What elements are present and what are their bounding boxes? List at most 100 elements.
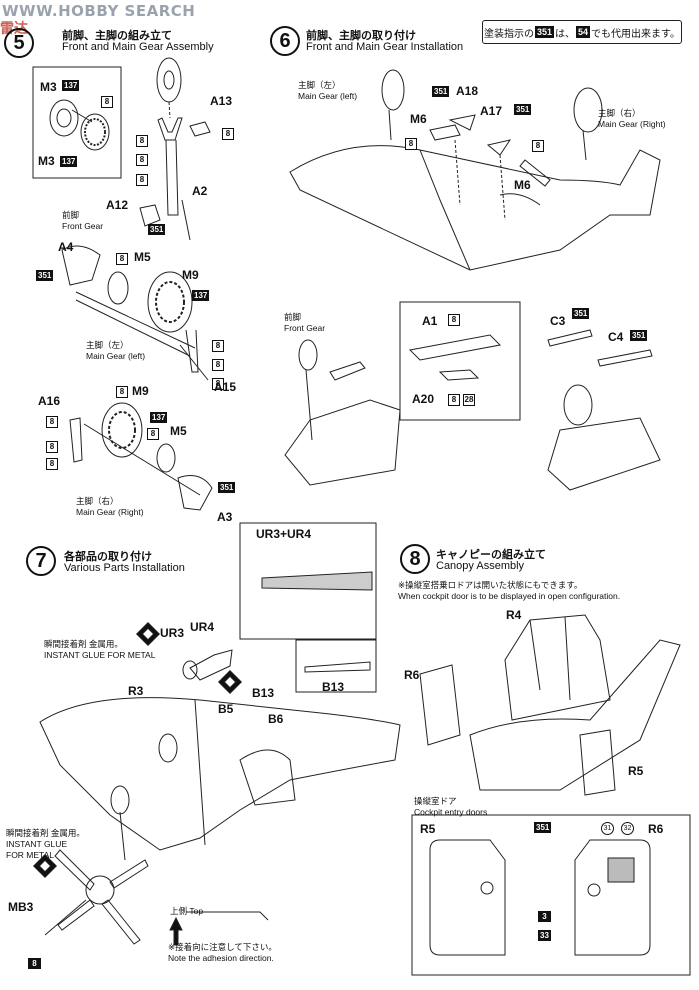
code-fg-1: 8 (136, 135, 148, 147)
s8-note-jp: ※操縦室搭乗ロドアは開いた状態にもできます。 (398, 580, 583, 590)
label-m5-left: M5 (134, 250, 151, 264)
code-fg-2: 8 (136, 154, 148, 166)
glue2-jp: 瞬間接着剤 金属用。 (6, 828, 85, 838)
ur3-part (182, 660, 198, 680)
door-code-32: 32 (621, 822, 634, 835)
hub-right (156, 443, 176, 473)
code-a3: 351 (218, 482, 236, 493)
front-gear-door (139, 204, 161, 227)
main-gear-door-right (177, 475, 213, 511)
glue-en: INSTANT GLUE FOR METAL (44, 650, 156, 660)
glue2-en1: INSTANT GLUE (6, 839, 68, 849)
s6-left-en: Main Gear (left) (298, 91, 358, 101)
top-en-text: Top (189, 906, 204, 916)
label-r4: R4 (506, 608, 522, 622)
code-c4: 351 (630, 330, 648, 341)
fuselage-cockpit (469, 639, 681, 791)
label-a3: A3 (217, 510, 233, 524)
label-a12: A12 (106, 198, 129, 212)
c4-part (597, 349, 653, 367)
door-code-351: 351 (534, 822, 552, 833)
label-b6: B6 (268, 712, 284, 726)
fuselage-c-area (547, 417, 661, 491)
label-r5: R5 (628, 764, 644, 778)
code-ml-3: 8 (212, 378, 224, 390)
top-jp: 上側 Top (170, 906, 203, 916)
s6-right-en: Main Gear (Right) (598, 119, 666, 129)
front-fork (157, 117, 183, 141)
paint-note-code2: 54 (576, 26, 591, 38)
label-r3: R3 (128, 684, 144, 698)
code-mr-3: 8 (46, 458, 58, 470)
paint-note-post: でも代用出来ます。 (591, 28, 681, 40)
code-mb3: 8 (28, 958, 41, 969)
ur-detail-title: UR3+UR4 (256, 527, 312, 541)
door-code-3: 3 (538, 911, 551, 922)
s6-right-jp: 主脚（右） (598, 108, 641, 118)
b13-detail-frame (295, 639, 377, 693)
paint-substitute-note: 塗装指示の 351 は、 54 でも代用出来ます。 (482, 20, 682, 44)
code-fg-3: 8 (136, 174, 148, 186)
tire-left (147, 271, 193, 333)
door-r6 (419, 664, 461, 746)
label-m6-b: M6 (514, 178, 531, 192)
label-a13: A13 (210, 94, 233, 108)
front-gear-jp: 前脚 (62, 210, 80, 220)
label-c4: C4 (608, 330, 624, 344)
ur-detail-frame (239, 522, 377, 640)
code-mr-2: 8 (46, 441, 58, 453)
label-mb3: MB3 (8, 900, 34, 914)
c3-part (547, 329, 593, 347)
code-m3-top: 137 (62, 80, 80, 91)
top-jp-text: 上側 (170, 906, 188, 916)
s6-front-jp: 前脚 (284, 312, 302, 322)
label-a2: A2 (192, 184, 208, 198)
label-m5-right: M5 (170, 424, 187, 438)
ur4-part (189, 649, 233, 681)
code-m9-left: 137 (192, 290, 210, 301)
step-5-number: 5 (4, 28, 34, 58)
code-a13: 8 (222, 128, 234, 140)
step-5-title-en: Front and Main Gear Assembly (62, 41, 214, 53)
code-a12: 351 (148, 224, 166, 235)
code-ml-1: 8 (212, 340, 224, 352)
wheel-inset-frame (32, 66, 122, 179)
step-8-number: 8 (400, 544, 430, 574)
step-5-title-jp: 前脚、主脚の組み立て (62, 30, 172, 42)
code-a1: 8 (448, 314, 460, 326)
label-a1: A1 (422, 314, 438, 328)
direction-en: Note the adhesion direction. (168, 953, 274, 963)
main-right-jp: 主脚（右） (76, 496, 119, 506)
door-detail-r5 (429, 839, 506, 956)
wheel-half-top (49, 99, 79, 137)
label-m3-bottom: M3 (38, 154, 55, 168)
label-a17: A17 (480, 104, 503, 118)
wing-plan-lower (39, 697, 401, 851)
door-label-r6: R6 (648, 822, 664, 836)
label-a20: A20 (412, 392, 435, 406)
main-gear-door-left (61, 245, 101, 286)
doors-en: Cockpit entry doors (414, 807, 488, 817)
step-6-title-jp: 前脚、主脚の取り付け (306, 30, 416, 42)
label-b13: B13 (252, 686, 275, 700)
a1-a20-detail-frame (399, 301, 521, 421)
code-m6-a: 8 (405, 138, 417, 150)
code-a18: 351 (432, 86, 450, 97)
front-wheel (156, 57, 182, 103)
s6-front-en: Front Gear (284, 323, 326, 333)
s6-left-jp: 主脚（左） (298, 80, 341, 90)
code-m3-bottom: 137 (60, 156, 78, 167)
code-m5-left: 8 (116, 253, 128, 265)
door-label-r5: R5 (420, 822, 436, 836)
step-7-number: 7 (26, 546, 56, 576)
paint-note-code1: 351 (534, 26, 554, 38)
main-left-en: Main Gear (left) (86, 351, 146, 361)
code-a17: 351 (514, 104, 532, 115)
code-m9-right-137: 137 (150, 412, 168, 423)
doors-jp: 操縦室ドア (414, 796, 457, 806)
code-a20-28: 28 (463, 394, 475, 406)
label-a4: A4 (58, 240, 74, 254)
wing-plan-upper (289, 145, 661, 271)
label-a15: A15 (214, 380, 237, 394)
